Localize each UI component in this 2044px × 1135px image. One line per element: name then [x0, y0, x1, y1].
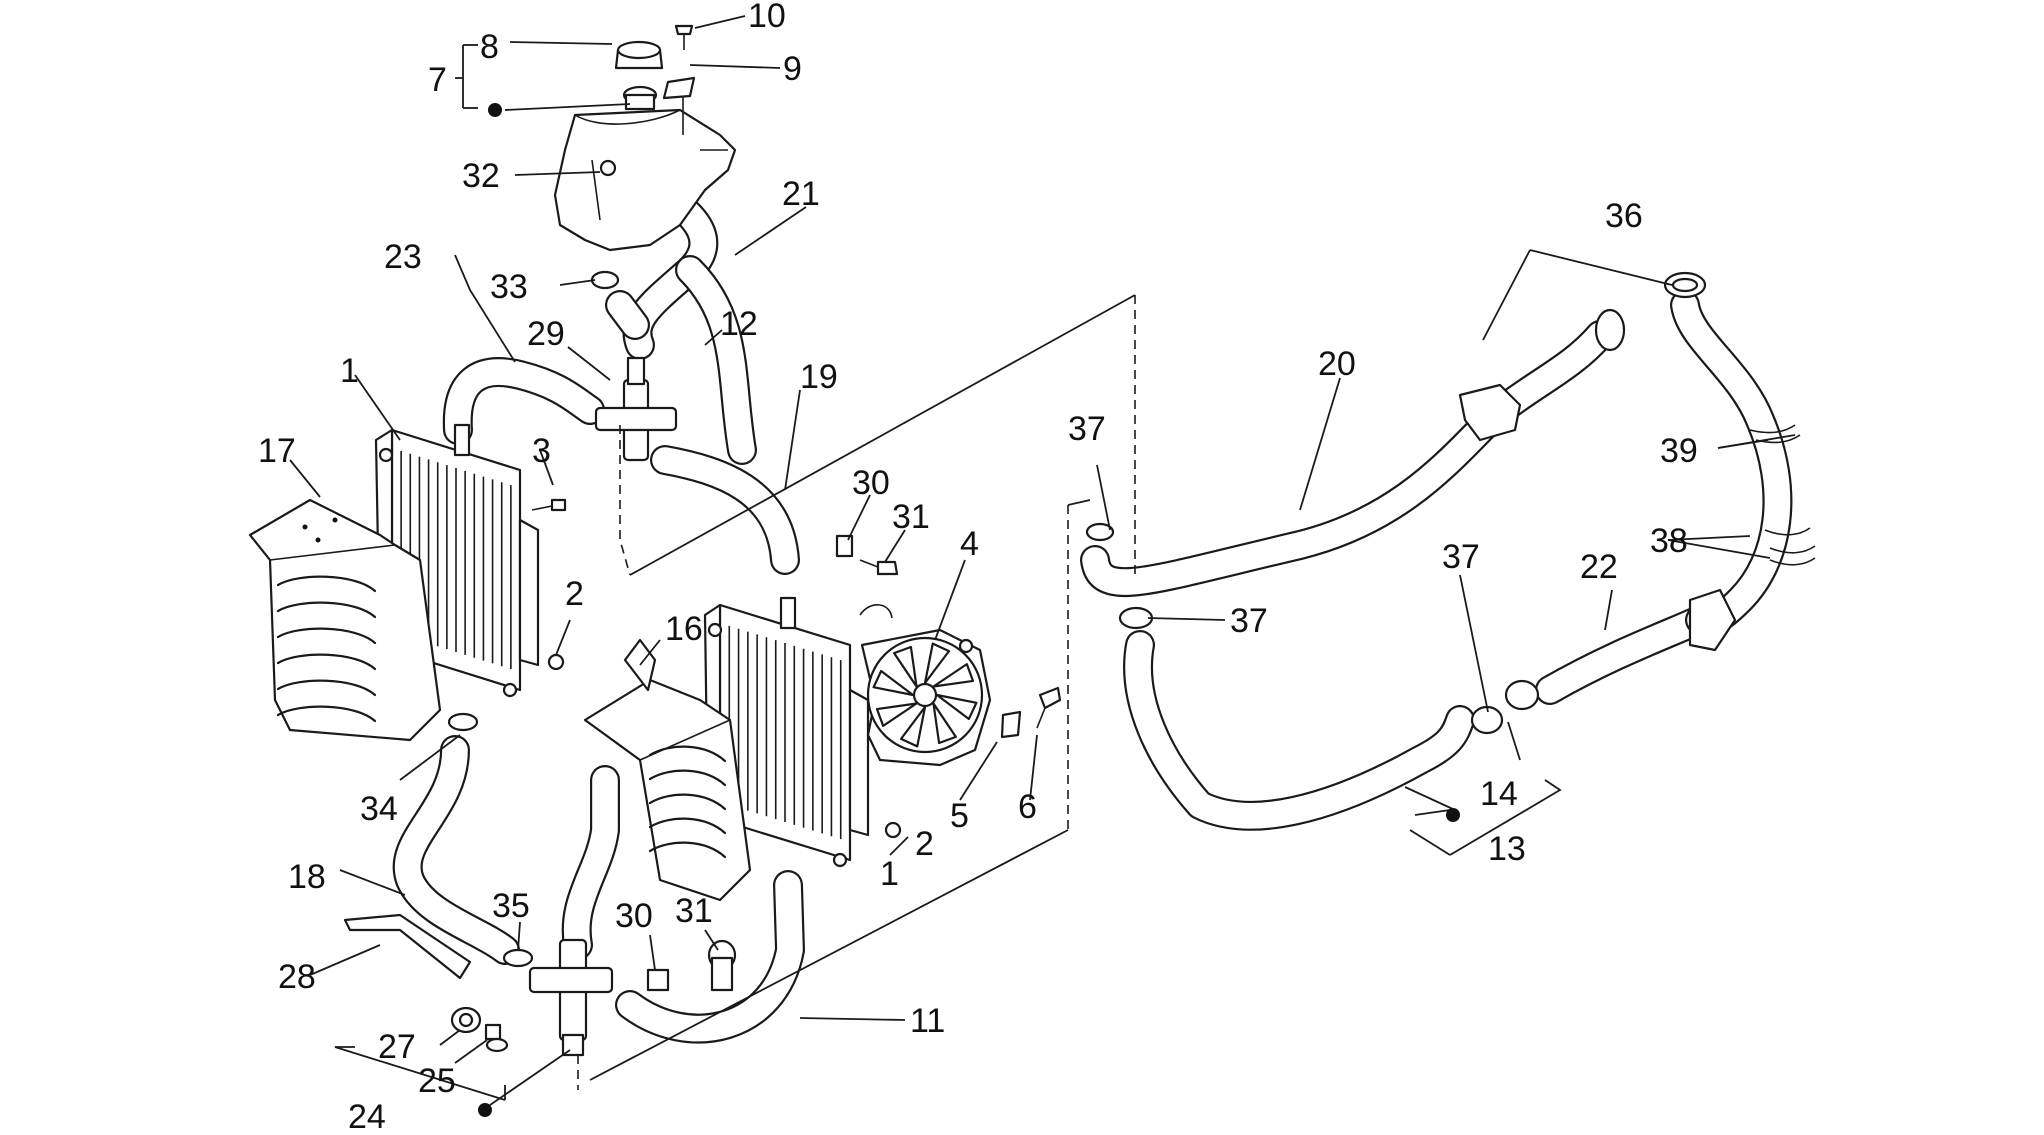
callout-37a: 37 [1068, 410, 1106, 448]
bracket [662, 76, 696, 100]
lower-tee-fitting [502, 938, 614, 1057]
lower-clip-and-bolt [646, 939, 737, 992]
callout-5: 5 [950, 797, 969, 835]
callout-11: 11 [910, 1002, 945, 1040]
right-shroud [583, 638, 752, 902]
nut [884, 821, 902, 839]
heat-shield-plate [343, 913, 472, 980]
callout-25: 25 [418, 1062, 456, 1100]
callout-28: 28 [278, 958, 316, 996]
callout-39: 39 [1660, 432, 1698, 470]
callout-9: 9 [783, 50, 802, 88]
callout-6: 6 [1018, 788, 1037, 826]
shroud-louver [276, 653, 377, 671]
fan-blade [932, 663, 975, 688]
callout-34: 34 [360, 790, 398, 828]
callout-4: 4 [960, 525, 979, 563]
shroud-louver [276, 601, 377, 619]
callout-29: 29 [527, 315, 565, 353]
cooling-fan [859, 604, 1062, 767]
callout-13: 13 [1488, 830, 1526, 868]
callout-22: 22 [1580, 548, 1618, 586]
callout-18: 18 [288, 858, 326, 896]
callout-30a: 30 [852, 464, 890, 502]
callout-19: 19 [800, 358, 838, 396]
shroud-louver [648, 769, 727, 787]
screw [674, 24, 694, 36]
callout-37b: 37 [1230, 602, 1268, 640]
fan-blade [893, 645, 918, 688]
callout-14: 14 [1480, 775, 1518, 813]
left-hardware [447, 498, 567, 732]
shroud-louver [276, 705, 377, 723]
shroud-louver [276, 575, 377, 593]
fan-blade [875, 702, 918, 727]
shroud-louver [276, 679, 377, 697]
callout-1b: 1 [880, 855, 899, 893]
callout-21: 21 [782, 175, 820, 213]
assembly-dots [478, 103, 1460, 1117]
fan-blade [872, 669, 915, 697]
callout-17: 17 [258, 432, 296, 470]
fan-blade [899, 705, 927, 748]
callout-20: 20 [1318, 345, 1356, 383]
right-pipe-hardware [1085, 271, 1816, 735]
fan-blade [932, 702, 957, 745]
callout-1a: 1 [340, 352, 359, 390]
callout-12: 12 [720, 305, 758, 343]
hoses [392, 157, 1793, 1044]
shroud-louver [276, 627, 377, 645]
callout-27: 27 [378, 1028, 416, 1066]
callout-2a: 2 [565, 575, 584, 613]
callout-10: 10 [748, 0, 786, 35]
callout-23: 23 [384, 238, 422, 276]
callout-31b: 31 [675, 892, 713, 930]
callout-31a: 31 [892, 498, 930, 536]
fan-blade [923, 642, 951, 685]
drain-plug [450, 1006, 509, 1053]
fan-blade [935, 693, 978, 721]
callout-labels: 8 7 10 9 32 21 23 33 12 29 19 1 17 3 30 … [258, 0, 1698, 1135]
callout-7: 7 [428, 61, 447, 99]
upper-clip-and-bolt [835, 534, 899, 576]
callout-8: 8 [480, 28, 499, 66]
upper-tee-fitting [594, 356, 678, 462]
shroud-louver [648, 841, 727, 859]
callout-32: 32 [462, 157, 500, 195]
callout-33: 33 [490, 268, 528, 306]
callout-16: 16 [665, 610, 703, 648]
shroud-louver [648, 817, 727, 835]
shroud-louver [648, 793, 727, 811]
callout-38: 38 [1650, 522, 1688, 560]
callout-30b: 30 [615, 897, 653, 935]
shroud-louver [648, 745, 727, 763]
callout-36: 36 [1605, 197, 1643, 235]
callout-3: 3 [532, 432, 551, 470]
leader-lines [289, 15, 1796, 1106]
expansion-tank [553, 24, 737, 290]
callout-24: 24 [348, 1098, 386, 1135]
callout-37c: 37 [1442, 538, 1480, 576]
reference-lines [577, 294, 1136, 1090]
callout-35: 35 [492, 887, 530, 925]
left-shroud [248, 498, 442, 742]
callout-2b: 2 [915, 825, 934, 863]
